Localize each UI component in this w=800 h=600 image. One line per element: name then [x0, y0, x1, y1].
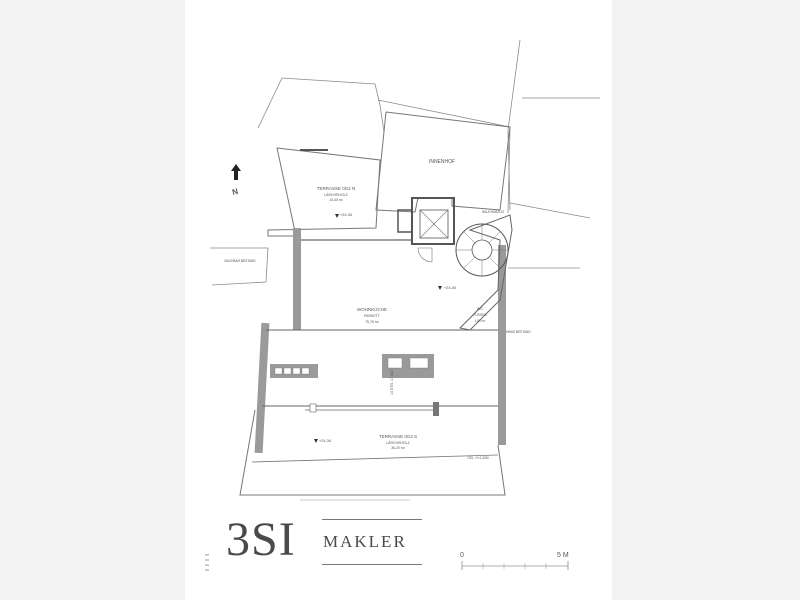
stair-core: RAUCHABZUG — [397, 197, 513, 331]
living-room: WOHNKÜCHE PARKETT 75,76 m² +24,40 — [357, 285, 457, 324]
living-area: 75,76 m² — [365, 320, 380, 324]
scale-end: 5 M — [557, 552, 569, 559]
neighbor-left-label: NACHBAR BESTAND — [224, 259, 256, 263]
logo-sub: MAKLER — [323, 532, 407, 551]
context-lines — [210, 39, 600, 286]
terrace-north-floor: LÄRCHEHOLZ — [324, 193, 348, 197]
living-name: WOHNKÜCHE — [357, 306, 387, 312]
terrace-north-level: +24,34 — [340, 212, 353, 217]
terrace-north-area: 13,40 m² — [329, 198, 344, 202]
logo-rule-top — [322, 519, 422, 520]
courtyard-label: INNENHOF — [429, 159, 455, 165]
living-floor: PARKETT — [364, 314, 381, 318]
left-margin — [0, 0, 185, 600]
north-arrow-icon: N — [231, 164, 241, 197]
wc-room: WC FLIESEN 1,80 m² — [473, 306, 487, 323]
wc-name: WC — [477, 306, 484, 311]
wc-floor: FLIESEN — [473, 313, 487, 317]
logo-rule-bottom — [322, 564, 422, 565]
kitchen-counters: 14 STG. 17,5/27 — [270, 354, 434, 395]
corner-marks — [205, 554, 209, 571]
svg-text:N: N — [231, 187, 239, 197]
terrace-south: TERRASSE 0G2 S LÄRCHEHOLZ 36,20 m² +24,3… — [239, 409, 506, 501]
smoke-vent-label: RAUCHABZUG — [482, 210, 505, 214]
neighbor-right-label: NACHBAR BESTAND — [499, 330, 531, 334]
terrace-south-level: +24,34 — [319, 438, 332, 443]
right-margin — [612, 0, 800, 600]
terrace-south-floor: LÄRCHEHOLZ — [386, 441, 410, 445]
terrace-north-name: TERRASSE 0G2 N — [317, 186, 356, 191]
stair-label: 14 STG. 17,5/27 — [390, 369, 394, 395]
wc-area: 1,80 m² — [475, 319, 486, 323]
railing-label: GEL. H=1,00M — [467, 456, 489, 460]
terrace-north: TERRASSE 0G2 N LÄRCHEHOLZ 13,40 m² +24,3… — [267, 147, 381, 237]
living-level: +24,40 — [444, 285, 457, 290]
scale-bar: 0 5 M — [460, 552, 569, 570]
scale-start: 0 — [460, 552, 464, 559]
terrace-south-area: 36,20 m² — [391, 446, 406, 450]
building-walls — [254, 228, 506, 454]
logo-main: 3SI — [226, 513, 296, 566]
terrace-south-name: TERRASSE 0G2 S — [379, 434, 417, 439]
